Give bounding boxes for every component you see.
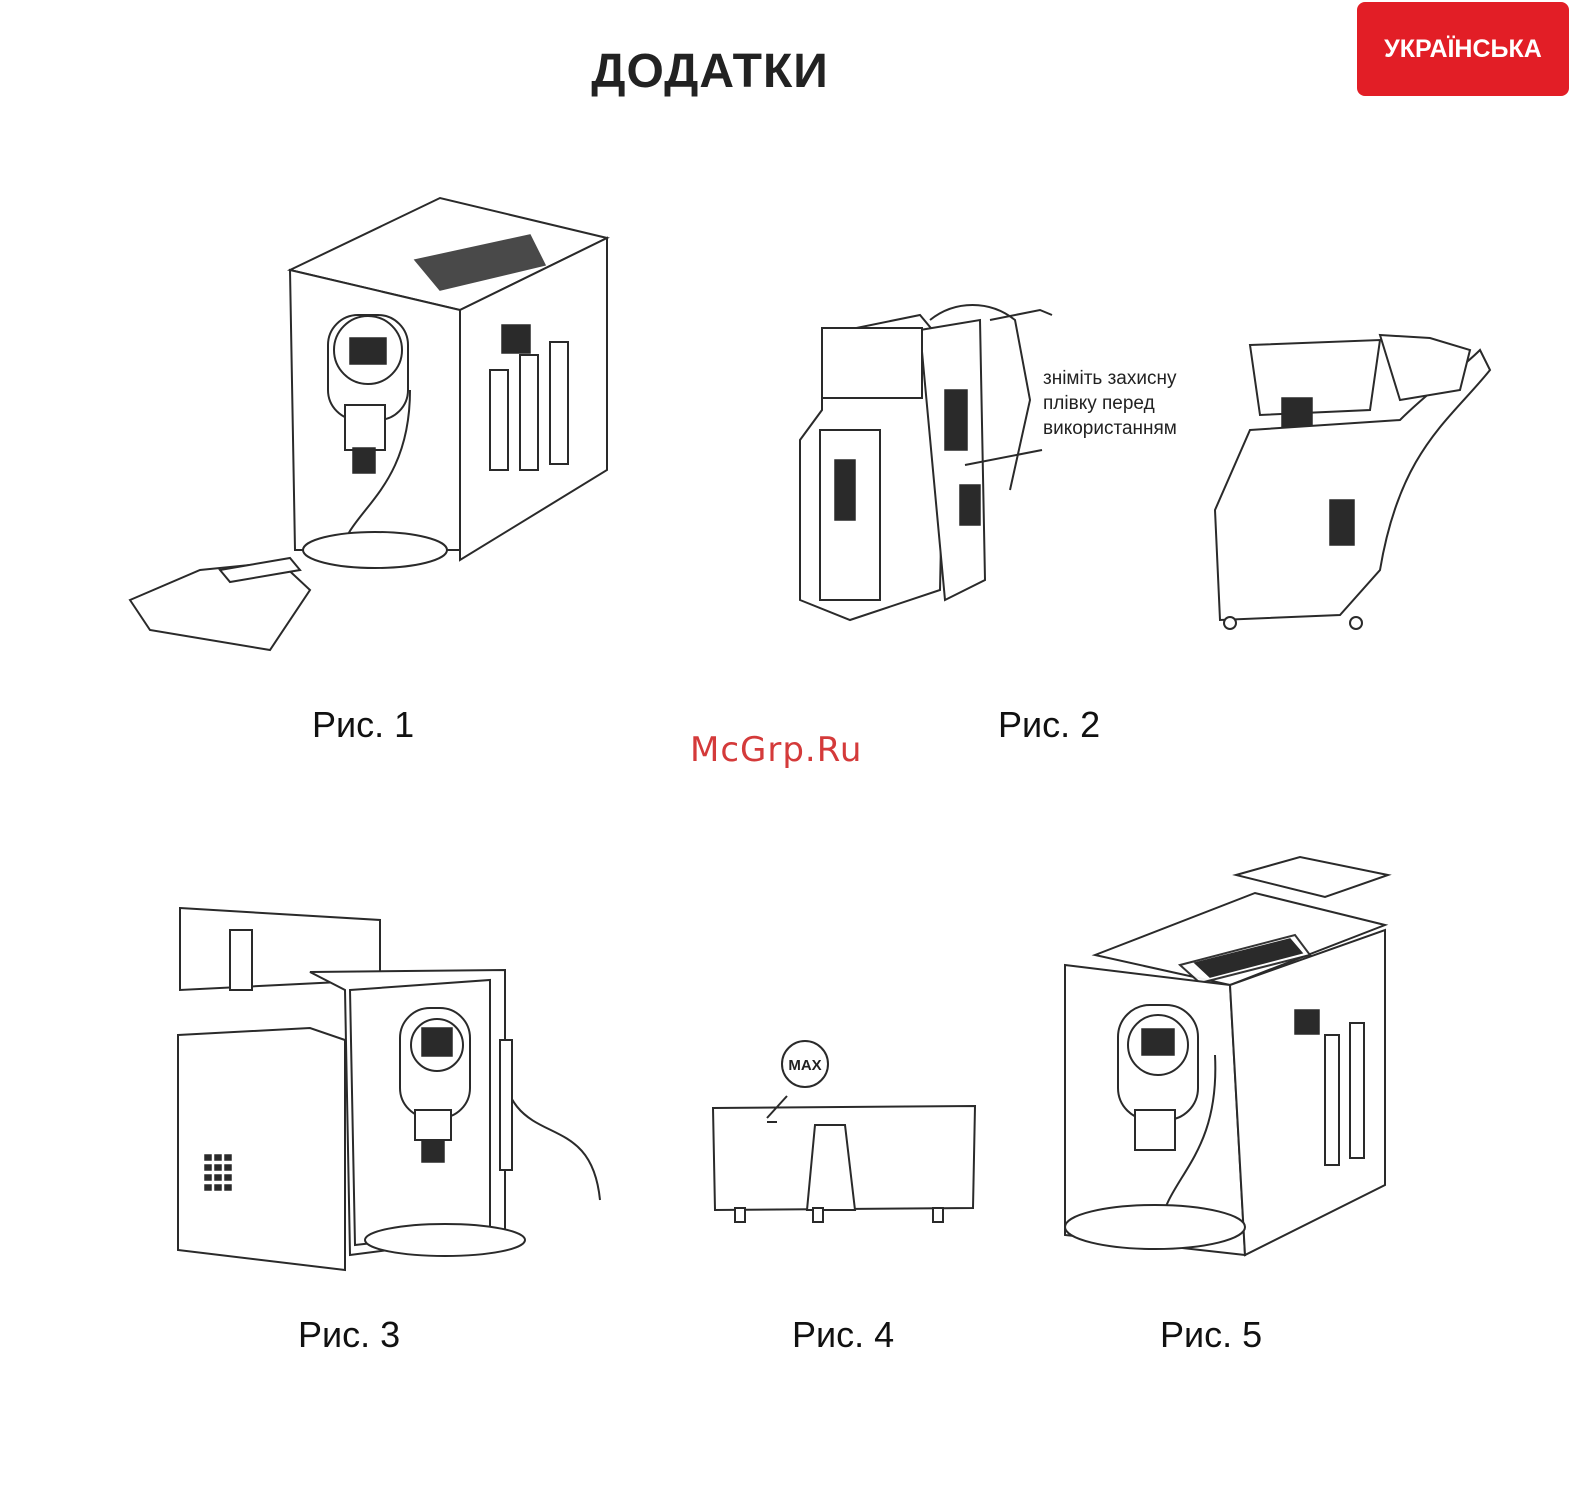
note-line: плівку перед xyxy=(1043,391,1243,416)
coffee-machine-drip-tray-removed-icon xyxy=(110,190,620,670)
page-title: ДОДАТКИ xyxy=(560,44,860,99)
language-badge: УКРАЇНСЬКА xyxy=(1357,2,1569,96)
max-level-label: MAX xyxy=(788,1057,821,1074)
figure-5-caption: Рис. 5 xyxy=(1160,1314,1262,1356)
watermark: McGrp.Ru xyxy=(690,730,862,770)
figure-4-caption: Рис. 4 xyxy=(792,1314,894,1356)
coffee-machine-water-tank-top-icon xyxy=(170,900,610,1270)
figure-2-caption: Рис. 2 xyxy=(998,704,1100,746)
protective-film-note: зніміть захисну плівку перед використанн… xyxy=(1043,366,1243,441)
note-line: використанням xyxy=(1043,416,1243,441)
figure-3-caption: Рис. 3 xyxy=(298,1314,400,1356)
water-tank-max-level-icon: MAX xyxy=(705,1030,985,1230)
brew-unit-removal-icon xyxy=(780,290,1520,640)
figure-1-caption: Рис. 1 xyxy=(312,704,414,746)
note-line: зніміть захисну xyxy=(1043,366,1243,391)
coffee-machine-lid-open-icon xyxy=(1040,855,1390,1285)
